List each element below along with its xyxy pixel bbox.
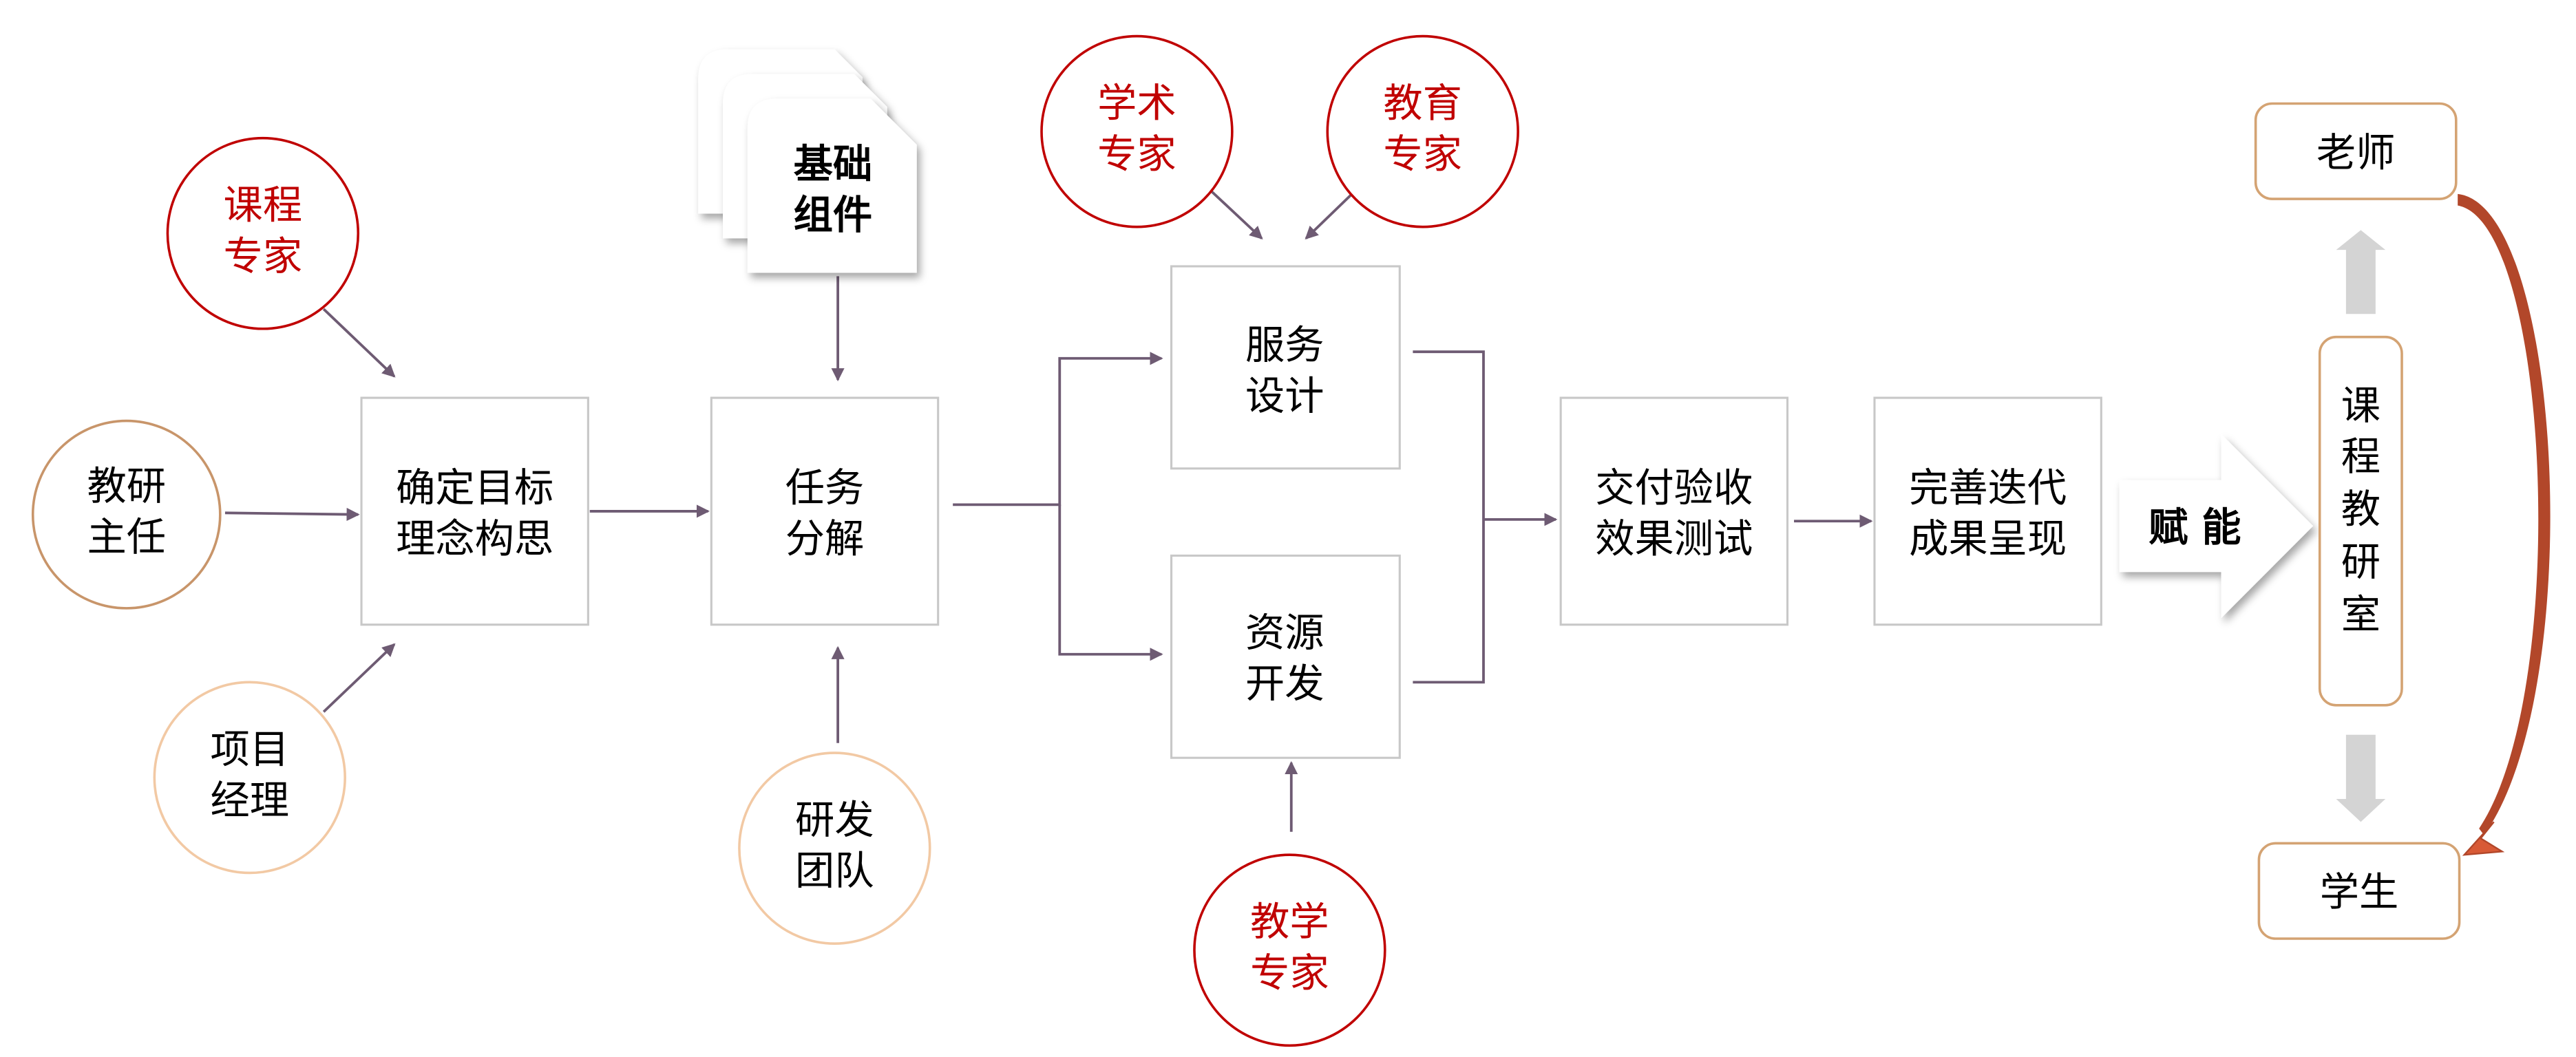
label: 理念构思	[396, 516, 553, 562]
arrow-course-expert-to-goal	[322, 308, 396, 378]
arrow-up-icon	[2336, 230, 2386, 314]
label: 交付验收	[1595, 465, 1753, 511]
role-teaching-director: 教研 主任	[31, 419, 222, 610]
label: 项目	[210, 726, 289, 772]
student-box: 学生	[2257, 842, 2461, 940]
step-service: 服务 设计	[1170, 265, 1401, 470]
teaching-office-box: 课 程 教 研 室	[2318, 335, 2403, 707]
step-delivery: 交付验收 效果测试	[1559, 396, 1789, 626]
label: 专家	[1250, 950, 1329, 996]
label: 分解	[785, 516, 865, 562]
empower-arrow: 赋 能	[2119, 434, 2314, 619]
teacher-box: 老师	[2254, 102, 2458, 200]
label: 开发	[1245, 661, 1324, 707]
merge-line	[1413, 350, 1485, 684]
arrow-academic-to-service	[1210, 189, 1263, 240]
arrow-task-to-service	[953, 352, 1163, 506]
label: 学生	[2320, 869, 2399, 915]
role-course-expert: 课程 专家	[166, 136, 360, 330]
label: 教	[2341, 487, 2380, 533]
role-dev-team: 研发 团队	[738, 751, 931, 945]
doc-page	[747, 98, 917, 273]
role-academic-expert: 学术 专家	[1040, 34, 1234, 228]
label: 专家	[224, 233, 303, 279]
label: 确定目标	[396, 465, 553, 511]
arrow-task-to-resource	[1058, 504, 1163, 661]
label: 专家	[1097, 131, 1176, 178]
arrow-education-to-service	[1305, 189, 1357, 240]
label: 资源	[1245, 610, 1324, 656]
role-education-expert: 教育 专家	[1326, 34, 1519, 228]
label: 主任	[87, 514, 166, 560]
label: 研	[2341, 539, 2380, 585]
label: 成果呈现	[1909, 516, 2067, 562]
step-task: 任务 分解	[710, 396, 940, 626]
label: 效果测试	[1595, 516, 1753, 562]
label: 课程	[224, 182, 303, 228]
label: 专家	[1383, 131, 1462, 178]
label: 程	[2341, 434, 2380, 480]
step-resource: 资源 开发	[1170, 554, 1401, 759]
label: 课	[2341, 383, 2380, 429]
label: 研发	[795, 797, 874, 843]
label: 教育	[1383, 81, 1462, 127]
label: 服务	[1245, 322, 1324, 368]
label: 基础	[794, 141, 873, 187]
label: 室	[2341, 591, 2380, 637]
step-iterate: 完善迭代 成果呈现	[1873, 396, 2102, 626]
label: 完善迭代	[1909, 465, 2067, 511]
connectors	[224, 189, 1873, 832]
arrow-right-icon	[2119, 434, 2314, 619]
label: 老师	[2316, 129, 2396, 175]
label: 设计	[1245, 373, 1324, 419]
label: 经理	[210, 777, 289, 823]
label: 任务	[785, 465, 865, 511]
arrow-pm-to-goal	[322, 643, 396, 713]
arrow-director-to-goal	[224, 507, 360, 522]
label: 学术	[1097, 81, 1176, 127]
label: 赋 能	[2149, 504, 2241, 551]
label: 团队	[795, 848, 874, 894]
role-project-manager: 项目 经理	[153, 681, 346, 875]
step-goal: 确定目标 理念构思	[360, 396, 589, 626]
label: 组件	[794, 192, 873, 238]
label: 教学	[1250, 899, 1329, 945]
label: 教研	[87, 463, 166, 509]
base-components-stack: 基础 组件	[698, 49, 917, 273]
role-teaching-expert: 教学 专家	[1193, 853, 1386, 1047]
arrow-down-icon	[2336, 734, 2386, 822]
teacher-to-student-curve-arrow	[2458, 193, 2551, 856]
